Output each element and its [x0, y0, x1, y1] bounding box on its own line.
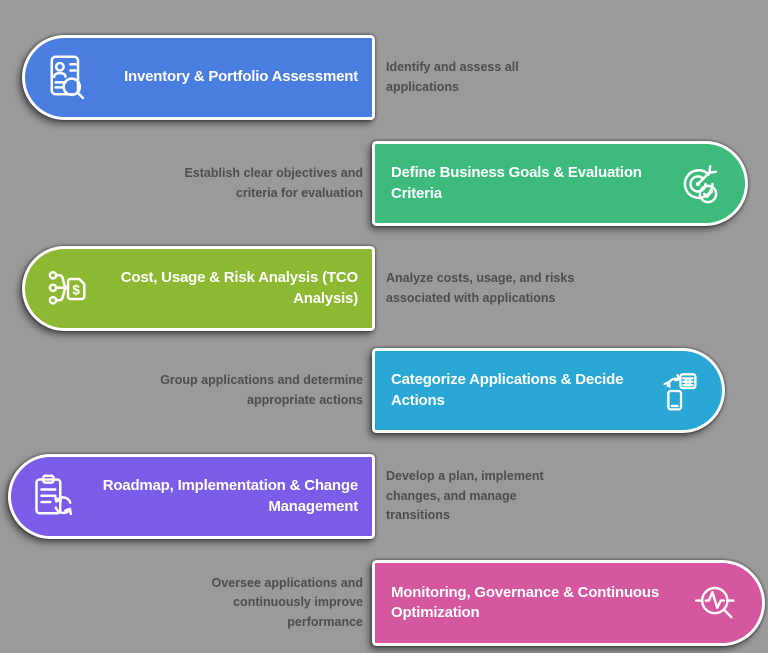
- step-title: Define Business Goals & Evaluation Crite…: [391, 164, 642, 202]
- step-description: Analyze costs, usage, and risks associat…: [386, 271, 575, 305]
- step-description: Oversee applications and continuously im…: [211, 575, 363, 629]
- step-title: Monitoring, Governance & Continuous Opti…: [391, 583, 659, 621]
- cost-analysis-icon: $: [43, 264, 93, 314]
- step-card-goals: Define Business Goals & Evaluation Crite…: [372, 141, 748, 226]
- step-card-cost: $ Cost, Usage & Risk Analysis (TCO Analy…: [22, 246, 375, 331]
- goals-target-icon: [673, 159, 723, 209]
- roadmap-clipboard-icon: [29, 472, 79, 522]
- step-card-monitoring: Monitoring, Governance & Continuous Opti…: [372, 560, 765, 646]
- step-card-roadmap: Roadmap, Implementation & Change Managem…: [8, 454, 375, 539]
- step-title: Roadmap, Implementation & Change Managem…: [102, 477, 358, 515]
- step-card-inventory: Inventory & Portfolio Assessment: [22, 35, 375, 120]
- step-title: Categorize Applications & Decide Actions: [391, 371, 624, 409]
- monitoring-pulse-icon: [692, 579, 740, 627]
- step-description: Identify and assess all applications: [386, 60, 519, 94]
- svg-text:$: $: [72, 282, 80, 297]
- step-title: Cost, Usage & Risk Analysis (TCO Analysi…: [120, 269, 358, 307]
- categorize-devices-icon: [654, 368, 700, 414]
- inventory-search-icon: [43, 53, 93, 103]
- step-description: Establish clear objectives and criteria …: [184, 166, 363, 200]
- step-title: Inventory & Portfolio Assessment: [124, 68, 358, 86]
- step-description: Group applications and determine appropr…: [160, 373, 363, 407]
- step-description: Develop a plan, implement changes, and m…: [386, 469, 544, 523]
- step-card-categorize: Categorize Applications & Decide Actions: [372, 348, 725, 433]
